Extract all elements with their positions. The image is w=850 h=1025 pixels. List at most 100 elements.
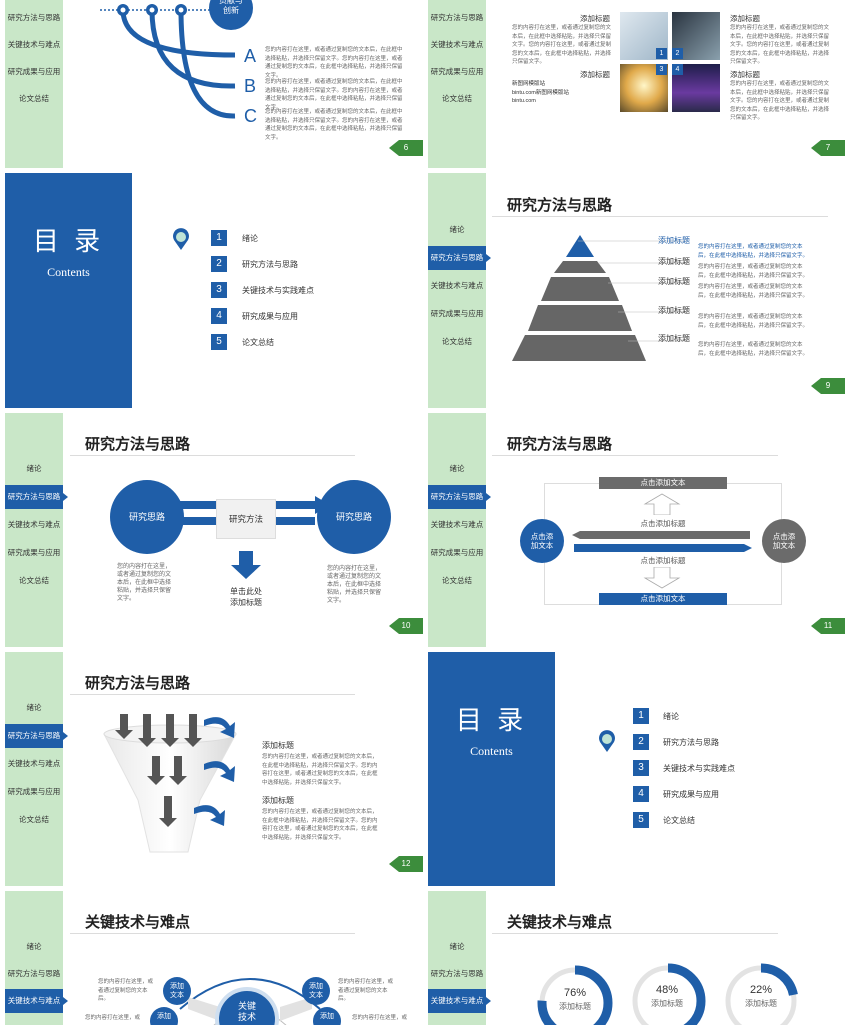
sidebar-item-tech[interactable]: 关键技术与难点 [7, 40, 61, 49]
sidebar-item-tech[interactable]: 关键技术与难点 [430, 520, 484, 529]
sidebar-item-methods[interactable]: 研究方法与思路 [7, 969, 61, 978]
slide-15: 绪论 研究方法与思路 关键技术与难点 关键技术与难点 76% 添加标题 48% … [428, 891, 850, 1025]
node-4[interactable]: 添加 [313, 1007, 341, 1025]
sidebar-item-methods[interactable]: 研究方法与思路 [7, 13, 61, 22]
slide-11: 绪论 研究方法与思路 关键技术与难点 研究成果与应用 论文总结 研究方法与思路 … [428, 413, 850, 647]
page-number: 12 [389, 856, 423, 872]
sidebar-item-summary[interactable]: 论文总结 [442, 94, 472, 103]
donut-arc-1 [537, 965, 613, 1025]
text-b: 您的内容打在这里，或者通过复制您的文本后，在此框中选择粘贴，并选择只保留文字。您… [265, 79, 403, 111]
node-1[interactable]: 添加 文本 [163, 977, 191, 1005]
donut-pct-2: 48% [655, 984, 679, 996]
toc-item-2[interactable]: 研究方法与思路 [242, 260, 298, 269]
sidebar-item-summary[interactable]: 论文总结 [19, 815, 49, 824]
sidebar-item-results[interactable]: 研究成果与应用 [7, 548, 61, 557]
heading-1: 添加标题 [262, 741, 294, 750]
sidebar-item-summary[interactable]: 论文总结 [442, 576, 472, 585]
toc-panel: 目 录 Contents [428, 652, 555, 886]
bottom-label[interactable]: 单击此处 添加标题 [230, 587, 262, 607]
sidebar-item-intro[interactable]: 绪论 [26, 942, 42, 951]
sidebar-item-methods[interactable]: 研究方法与思路 [430, 969, 484, 978]
sidebar-item-methods[interactable]: 研究方法与思路 [428, 246, 491, 270]
page-number: 7 [811, 140, 845, 156]
location-pin-icon [599, 730, 615, 752]
slide-title: 研究方法与思路 [507, 197, 613, 214]
left-circle[interactable]: 点击添 加文本 [520, 519, 564, 563]
sidebar-item-tech[interactable]: 关键技术与难点 [7, 759, 61, 768]
page-number: 11 [811, 618, 845, 634]
donut-pct-3: 22% [749, 984, 773, 996]
text-1: 您的内容打在这里，或者通过复制您的文本后，在此框中选择粘贴，并选择只保留文字。您… [262, 754, 378, 786]
sidebar-item-intro[interactable]: 绪论 [26, 464, 42, 473]
left-circle: 研究思路 [110, 480, 184, 554]
bidirectional-arrows [572, 531, 752, 552]
center-box: 研究方法 [216, 499, 276, 539]
sidebar-item-methods[interactable]: 研究方法与思路 [428, 485, 491, 509]
pyramid-label-2: 添加标题 [658, 257, 690, 266]
pyramid-connectors [578, 240, 688, 342]
sidebar: 研究方法与思路 关键技术与难点 研究成果与应用 论文总结 [5, 0, 63, 168]
slide-title: 关键技术与难点 [507, 914, 613, 931]
slide-6: 研究方法与思路 关键技术与难点 研究成果与应用 论文总结 贡献与 创新 A B … [0, 0, 423, 168]
right-circle[interactable]: 点击添 加文本 [762, 519, 806, 563]
sidebar-item-tech[interactable]: 关键技术与难点 [430, 281, 484, 290]
sidebar-item-intro[interactable]: 绪论 [449, 464, 465, 473]
sidebar-item-results[interactable]: 研究成果与应用 [7, 787, 61, 796]
down-label[interactable]: 点击添加标题 [640, 556, 686, 565]
toc-item-3[interactable]: 关键技术与实践难点 [663, 764, 735, 773]
top-bar[interactable]: 点击添加文本 [599, 477, 727, 489]
text-right-2: 您的内容打在这里，或 [352, 1015, 408, 1021]
toc-item-1[interactable]: 绪论 [242, 234, 258, 243]
sidebar-item-summary[interactable]: 论文总结 [442, 337, 472, 346]
up-arrow-icon [643, 493, 681, 515]
sidebar-item-tech[interactable]: 关键技术与难点 [5, 989, 68, 1013]
toc-item-5[interactable]: 论文总结 [242, 338, 274, 347]
toc-subtitle: Contents [47, 265, 90, 279]
toc-item-1[interactable]: 绪论 [663, 712, 679, 721]
down-arrow-icon [231, 551, 261, 579]
toc-item-4[interactable]: 研究成果与应用 [242, 312, 298, 321]
donut-label-3: 添加标题 [745, 999, 777, 1008]
photo-num-4: 4 [672, 64, 683, 75]
slide-10: 绪论 研究方法与思路 关键技术与难点 研究成果与应用 论文总结 研究方法与思路 … [0, 413, 423, 647]
right-text-2: 您的内容打在这里，或者通过复制您的文本后，在此框中选择粘贴，并选择只保留文字。您… [730, 81, 830, 121]
sidebar-item-results[interactable]: 研究成果与应用 [430, 548, 484, 557]
sidebar-item-methods[interactable]: 研究方法与思路 [5, 724, 68, 748]
sidebar-item-tech[interactable]: 关键技术与难点 [430, 40, 484, 49]
funnel-diagram [103, 714, 237, 853]
right-text: 您的内容打在这里，或者通过复制您的文本后，在此框中选择粘贴，并选择只保留文字。您… [730, 25, 830, 65]
page-number: 10 [389, 618, 423, 634]
letter-a: A [244, 46, 257, 66]
bottom-bar[interactable]: 点击添加文本 [599, 593, 727, 605]
toc-item-3[interactable]: 关键技术与实践难点 [242, 286, 314, 295]
sidebar-item-results[interactable]: 研究成果与应用 [7, 67, 61, 76]
sidebar-item-intro[interactable]: 绪论 [26, 703, 42, 712]
sidebar-item-intro[interactable]: 绪论 [449, 225, 465, 234]
sidebar-item-summary[interactable]: 论文总结 [19, 94, 49, 103]
pyramid-text-1: 您的内容打在这里，或者通过复制您的文本后，在此框中选择粘贴，并选择只保留文字。 [698, 244, 809, 259]
arc-diagram [100, 4, 236, 119]
node-3[interactable]: 添加 [150, 1007, 178, 1025]
sidebar-item-tech[interactable]: 关键技术与难点 [7, 520, 61, 529]
pyramid-text-4: 您的内容打在这里，或者通过复制您的文本后，在此框中选择粘贴，并选择只保留文字。 [698, 314, 809, 329]
toc-item-2[interactable]: 研究方法与思路 [663, 738, 719, 747]
sidebar: 绪论 研究方法与思路 关键技术与难点 研究成果与应用 论文总结 [5, 652, 68, 886]
toc-item-4[interactable]: 研究成果与应用 [663, 790, 719, 799]
slide-14: 绪论 研究方法与思路 关键技术与难点 关键技术与难点 关键 技术 添加 文本 添… [0, 891, 423, 1025]
sidebar-item-intro[interactable]: 绪论 [449, 942, 465, 951]
pyramid-text-5: 您的内容打在这里，或者通过复制您的文本后，在此框中选择粘贴，并选择只保留文字。 [698, 342, 809, 357]
sidebar-item-summary[interactable]: 论文总结 [19, 576, 49, 585]
sidebar-item-results[interactable]: 研究成果与应用 [430, 309, 484, 318]
sidebar-item-tech[interactable]: 关键技术与难点 [428, 989, 491, 1013]
donut-label-2: 添加标题 [651, 999, 683, 1008]
text-c: 您的内容打在这里，或者通过复制您的文本后，在此框中选择粘贴，并选择只保留文字。您… [265, 109, 403, 141]
node-2[interactable]: 添加 文本 [302, 977, 330, 1005]
toc-item-5[interactable]: 论文总结 [663, 816, 695, 825]
title-underline [70, 455, 355, 456]
sidebar-item-methods[interactable]: 研究方法与思路 [5, 485, 68, 509]
sidebar-item-methods[interactable]: 研究方法与思路 [430, 13, 484, 22]
toc-num-3: 3 [211, 282, 227, 298]
sidebar-item-results[interactable]: 研究成果与应用 [430, 67, 484, 76]
donut-arc-3 [723, 963, 799, 1025]
up-label[interactable]: 点击添加标题 [640, 519, 686, 528]
